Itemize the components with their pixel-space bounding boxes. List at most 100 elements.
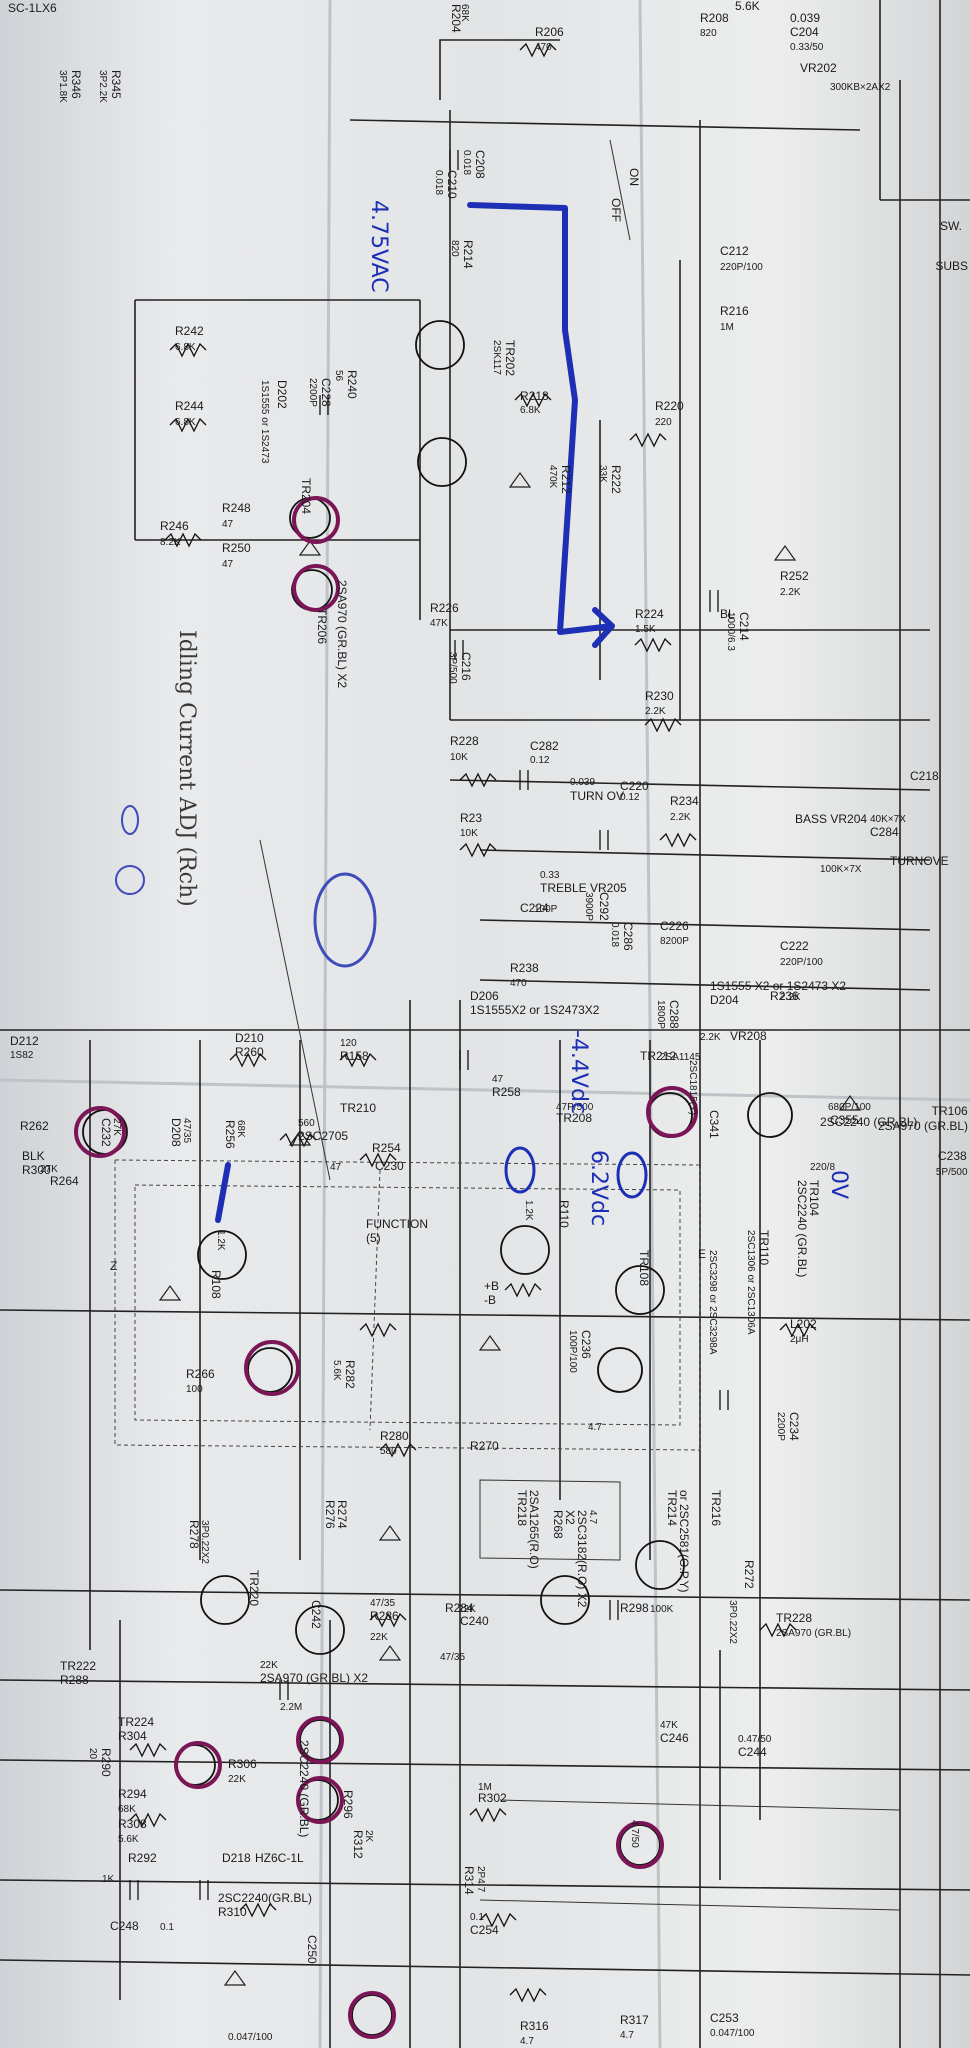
part-r226-val: 47K <box>430 618 448 629</box>
part-tr228-val: 2SA970 (GR.BL) <box>776 1628 851 1639</box>
part-r230-val: 2.2K <box>645 706 666 717</box>
part-r345: R345 <box>109 70 123 99</box>
part-c282-val: 0.12 <box>530 755 550 766</box>
part-r312: R312 <box>351 1830 365 1859</box>
part-on: ON <box>627 168 641 186</box>
part-tr212: TR212 <box>640 1049 676 1063</box>
part-c242: C242 <box>309 1600 323 1629</box>
part-bl: BL <box>720 607 735 621</box>
resistor-symbols <box>129 42 817 2003</box>
part-c253-val: 0.047/100 <box>710 2028 755 2039</box>
part-tr202-val: 2SK117 <box>491 340 502 375</box>
part-r276-val: 3P0.22X2 <box>199 1520 210 1564</box>
part-d210: D210 <box>235 1031 264 1045</box>
part-r314-val: 2P4.7 <box>475 1866 486 1893</box>
part-r158-val: 47 <box>492 1074 504 1085</box>
part-r280: R280 <box>380 1429 409 1443</box>
part-c204-val: 0.33/50 <box>790 42 824 53</box>
part-r250-val: 47 <box>222 559 234 570</box>
part-c228: C228 <box>319 378 333 407</box>
part-r248: R248 <box>222 501 251 515</box>
part-c250-val: 0.1 <box>470 1912 484 1923</box>
part-r346: R346 <box>69 70 83 99</box>
part-c210: C210 <box>445 170 459 199</box>
part-2sc3182: 2SC3182(R.O) X2 <box>575 1510 589 1608</box>
part-r230: R230 <box>645 689 674 703</box>
part-r292-val: 1K <box>102 1874 115 1885</box>
part-minus-b: -B <box>484 1293 496 1307</box>
paper-crease <box>0 1078 970 1102</box>
part-hz6c: HZ6C-1L <box>255 1851 304 1865</box>
part-2sa1265: 2SA1265(R.O) <box>527 1490 541 1569</box>
part-r268: R268 <box>551 1510 565 1539</box>
part-r274: R274 <box>335 1500 349 1529</box>
part-subs: SUBS <box>935 259 968 273</box>
handwritten-voltage-top: 4.75VAC <box>366 200 391 293</box>
part-r345-val: 3P2.2K <box>97 70 108 103</box>
part-r224: R224 <box>635 607 664 621</box>
part-blk: BLK <box>22 1149 45 1163</box>
part-turn-ov: TURN OV <box>570 789 624 803</box>
part-d206: D206 <box>470 989 499 1003</box>
part-r296: R296 <box>341 1790 355 1819</box>
part-c212-val: 220P/100 <box>720 262 763 273</box>
part-r212: R212 <box>559 465 573 494</box>
part-c220-val: 0.12 <box>620 792 640 803</box>
part-bass-val: 40K×7X <box>870 814 906 825</box>
part-2sc2240: 2SC2240 (GR.BL) <box>795 1180 809 1277</box>
part-d212: D212 <box>10 1034 39 1048</box>
part-r290-val: 2.2M <box>280 1702 302 1713</box>
idling-current-annotation: Idling Current ADJ (Rch) <box>174 630 199 907</box>
part-c228-val: 2200P <box>307 378 318 407</box>
part-r264: R264 <box>50 1174 79 1188</box>
part-r266-val: 100 <box>186 1384 203 1395</box>
part-r204-val: 68K <box>459 4 470 22</box>
part-l202-val: 2μH <box>790 1334 809 1345</box>
part-c232: C232 <box>99 1118 113 1147</box>
part-d202-val: 1S1555 or 1S2473 <box>259 380 270 464</box>
part-r238: R238 <box>510 961 539 975</box>
part-0039: 0.039 <box>790 11 820 25</box>
part-c222: C222 <box>780 939 809 953</box>
part-c250: C250 <box>305 1935 319 1964</box>
magenta-circle-markings <box>74 496 698 2039</box>
part-c292-val: 3900P <box>583 892 594 921</box>
part-plus-b: +B <box>484 1279 499 1293</box>
part-r270: R270 <box>470 1439 499 1453</box>
part-1s1555-x2: 1S1555 X2 or 1S2473 X2 <box>710 979 846 993</box>
part-c240-val: 47/35 <box>440 1652 465 1663</box>
part-c238-val: 5P/500 <box>936 1167 968 1178</box>
part-r252-val: 2.2K <box>780 587 801 598</box>
part-c212: C212 <box>720 244 749 258</box>
part-r304-val: 20 <box>87 1748 98 1760</box>
part-tr104: TR104 <box>807 1180 821 1216</box>
part-c230-val: 47P/500 <box>556 1102 594 1113</box>
part-c244-val: 4.7/50 <box>629 1820 640 1848</box>
part-e: E <box>698 1247 706 1261</box>
part-c230: C230 <box>375 1159 404 1173</box>
part-off: OFF <box>609 198 623 222</box>
part-vr208: VR208 <box>730 1029 767 1043</box>
part-r300-val: 68K <box>235 1120 246 1138</box>
part-vr202-val: 300KB×2AX2 <box>830 82 891 93</box>
part-2sa970-x2: 2SA970 (GR.BL) X2 <box>260 1671 368 1685</box>
part-r222: R222 <box>609 465 623 494</box>
part-c288-val: 1800P <box>655 1000 666 1029</box>
part-r158: R158 <box>340 1049 369 1063</box>
part-c286: C286 <box>621 922 635 951</box>
capacitor-symbols <box>129 150 729 1900</box>
part-r206-val: 470 <box>535 42 552 53</box>
part-r242: R242 <box>175 324 204 338</box>
part-tr204: TR204 <box>299 478 313 514</box>
part-r246-val: 8.2K <box>160 537 181 548</box>
part-r306-val: 22K <box>228 1774 246 1785</box>
part-r244: R244 <box>175 399 204 413</box>
part-c244: C244 <box>738 1745 767 1759</box>
part-r264-val: 27K <box>111 1118 122 1136</box>
part-c232-val: 47/35 <box>181 1118 192 1143</box>
part-r310: R310 <box>218 1905 247 1919</box>
part-r272-val: 3P0.22X2 <box>727 1600 738 1644</box>
part-r290: R290 <box>99 1748 113 1777</box>
part-d204: D204 <box>710 993 739 1007</box>
